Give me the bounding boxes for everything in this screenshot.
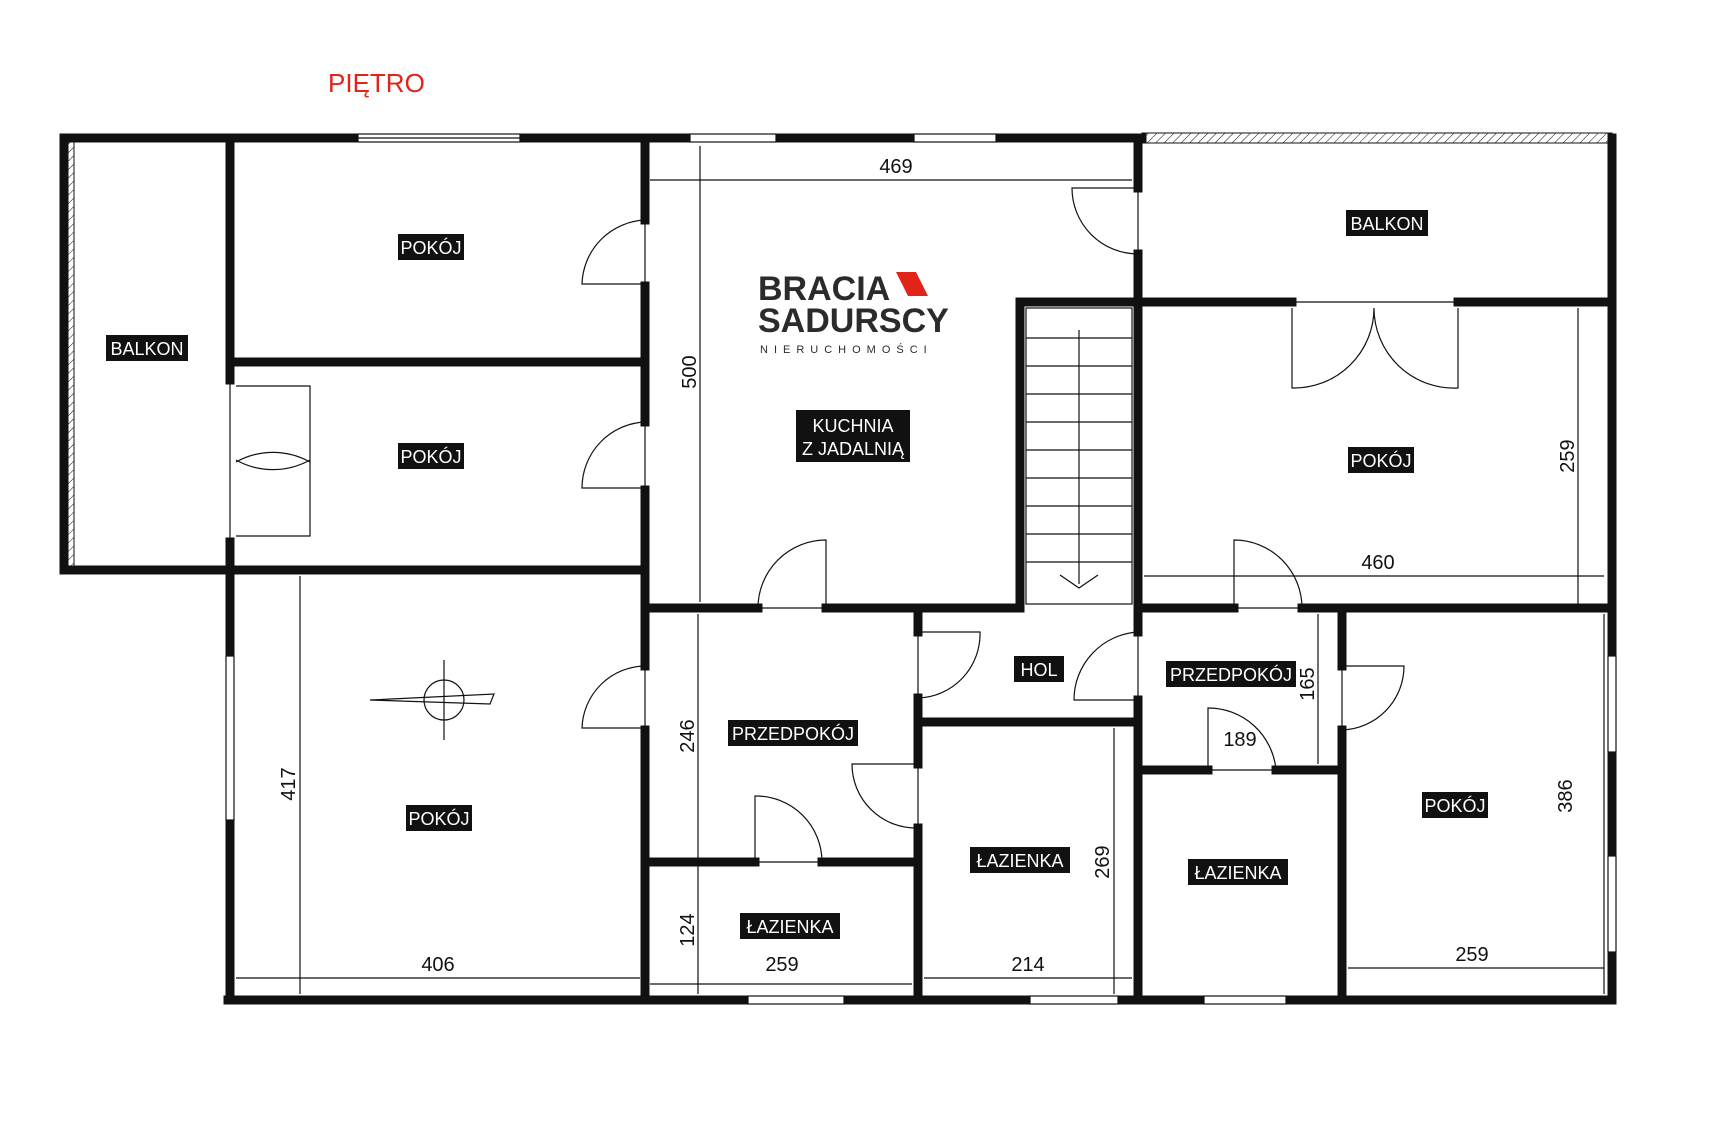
- dim-lazienka-mid-height: 269: [1092, 845, 1114, 878]
- room-label: POKÓJ: [1424, 795, 1485, 816]
- dim-kitchen-width: 469: [879, 156, 912, 178]
- windows: [225, 133, 1617, 1005]
- doors: [229, 187, 1459, 863]
- dim-pokoj-right-height: 259: [1557, 439, 1579, 472]
- room-label: POKÓJ: [400, 446, 461, 467]
- room-label: ŁAZIENKA: [1194, 863, 1281, 883]
- svg-text:NIERUCHOMOŚCI: NIERUCHOMOŚCI: [760, 343, 933, 356]
- balkon-right-railing: [1141, 132, 1613, 144]
- brand-logo: BRACIA SADURSCY NIERUCHOMOŚCI: [758, 270, 949, 356]
- dim-kitchen-height: 500: [679, 355, 701, 388]
- room-label: POKÓJ: [408, 808, 469, 829]
- dim-lazienka-small-height: 124: [677, 913, 699, 946]
- room-label: BALKON: [1350, 214, 1423, 234]
- dim-przedpokoj-height: 246: [677, 719, 699, 752]
- dim-pokoj-br-width: 259: [1455, 944, 1488, 966]
- dim-lazienka-small-width: 259: [765, 954, 798, 976]
- dim-lazienka-mid-width: 214: [1011, 954, 1044, 976]
- dim-przedpokoj-right-width: 189: [1223, 729, 1256, 751]
- dimension-labels: 469 500 460 259 417 406 246 124 259 214 …: [278, 156, 1579, 976]
- room-labels: BALKON POKÓJ POKÓJ KUCHNIA Z JADALNIĄ BA…: [106, 210, 1488, 939]
- room-label: PRZEDPOKÓJ: [1170, 664, 1292, 685]
- fan-symbol-icon: [369, 660, 495, 740]
- room-label: PRZEDPOKÓJ: [732, 723, 854, 744]
- room-label: POKÓJ: [1350, 450, 1411, 471]
- room-label: KUCHNIA: [812, 416, 893, 436]
- dimension-lines: [236, 146, 1605, 994]
- svg-text:SADURSCY: SADURSCY: [758, 302, 949, 340]
- dim-pokoj-bl-width: 406: [421, 954, 454, 976]
- floor-title: PIĘTRO: [328, 68, 425, 98]
- staircase: [1025, 307, 1133, 605]
- dim-pokoj-right-width: 460: [1361, 552, 1394, 574]
- room-label: ŁAZIENKA: [976, 851, 1063, 871]
- dim-pokoj-bl-height: 417: [278, 767, 300, 800]
- svg-text:BRACIA: BRACIA: [758, 270, 890, 308]
- room-label: ŁAZIENKA: [746, 917, 833, 937]
- dim-pokoj-br-height: 386: [1555, 779, 1577, 812]
- room-label: POKÓJ: [400, 237, 461, 258]
- dim-przedpokoj-right-height: 165: [1297, 667, 1319, 700]
- brand-logo-accent-icon: [896, 272, 928, 296]
- room-label-line2: Z JADALNIĄ: [802, 439, 905, 459]
- room-label: BALKON: [110, 339, 183, 359]
- room-label: HOL: [1020, 660, 1057, 680]
